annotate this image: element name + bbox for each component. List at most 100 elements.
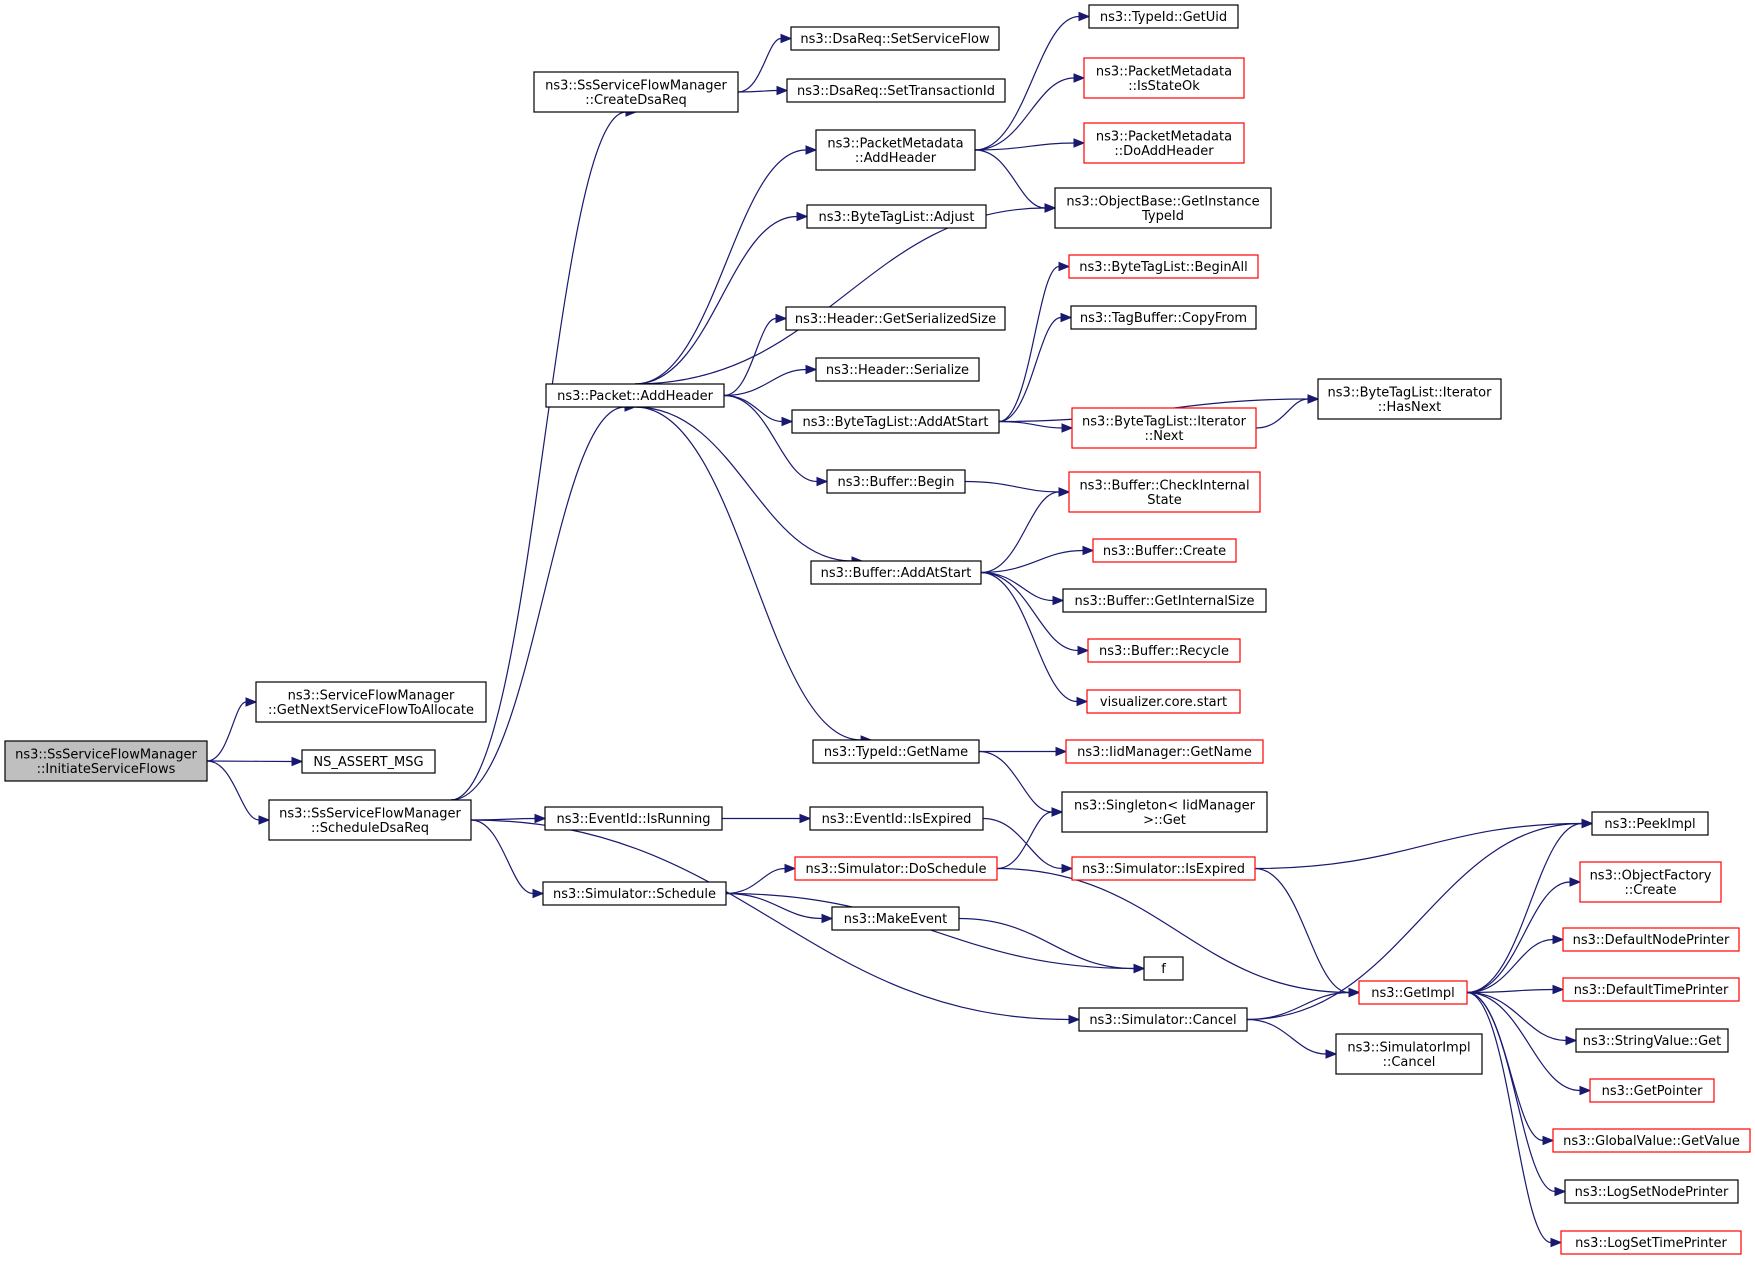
node-ns3-header-serialize[interactable]: ns3::Header::Serialize — [815, 357, 980, 382]
edge-line — [1466, 822, 1583, 994]
edge-line — [470, 819, 1070, 1021]
node-box — [806, 204, 987, 229]
node-label: ns3::ObjectBase::GetInstance — [1066, 194, 1259, 209]
node-visualizer-core-start[interactable]: visualizer.core.start — [1086, 689, 1241, 714]
edge-n5-n14 — [723, 364, 818, 397]
node-box — [785, 306, 1006, 331]
node-ns-assert-msg[interactable]: NS_ASSERT_MSG — [301, 749, 436, 774]
arrowhead — [1325, 1049, 1338, 1059]
node-box — [809, 806, 984, 831]
node-ns3-bytetaglist-iterator-hasnext[interactable]: ns3::ByteTagList::Iterator::HasNext — [1317, 378, 1502, 420]
node-ns3-peekimpl[interactable]: ns3::PeekImpl — [1591, 811, 1709, 836]
arrowhead — [291, 756, 304, 767]
node-ns3-simulatorimpl-cancel[interactable]: ns3::SimulatorImpl::Cancel — [1335, 1033, 1483, 1075]
node-ns3-simulator-cancel[interactable]: ns3::Simulator::Cancel — [1078, 1007, 1248, 1032]
node-ns3-ssserviceflowmanager-createdsareq[interactable]: ns3::SsServiceFlowManager::CreateDsaReq — [533, 71, 739, 113]
edge-line — [958, 917, 1135, 970]
edge-n11-n22 — [974, 11, 1091, 151]
node-ns3-buffer-begin[interactable]: ns3::Buffer::Begin — [826, 469, 966, 494]
node-ns3-buffer-recycle[interactable]: ns3::Buffer::Recycle — [1087, 638, 1241, 663]
node-box — [815, 129, 976, 171]
edge-n7-n38 — [725, 892, 1146, 974]
node-ns3-logsettimeprinter[interactable]: ns3::LogSetTimePrinter — [1560, 1230, 1742, 1255]
node-ns3-packetmetadata-isstateok[interactable]: ns3::PacketMetadata::IsStateOk — [1083, 57, 1245, 99]
node-ns3-globalvalue-getvalue[interactable]: ns3::GlobalValue::GetValue — [1552, 1128, 1751, 1153]
node-ns3-bytetaglist-iterator-next[interactable]: ns3::ByteTagList::Iterator::Next — [1071, 407, 1257, 449]
edge-line — [980, 571, 1078, 703]
edge-n28-n29 — [1255, 394, 1320, 429]
node-ns3-singleton-iidmanager-get[interactable]: ns3::Singleton< IidManager>::Get — [1061, 791, 1268, 833]
node-label: ::InitiateServiceFlows — [37, 762, 176, 777]
node-ns3-simulator-isexpired[interactable]: ns3::Simulator::IsExpired — [1071, 856, 1256, 881]
node-ns3-header-getserializedsize[interactable]: ns3::Header::GetSerializedSize — [785, 306, 1006, 331]
arrowhead — [1082, 545, 1095, 556]
node-ns3-iidmanager-getname[interactable]: ns3::IidManager::GetName — [1065, 739, 1264, 764]
node-ns3-bytetaglist-addatstart[interactable]: ns3::ByteTagList::AddAtStart — [791, 409, 1000, 434]
node-ns3-makeevent[interactable]: ns3::MakeEvent — [831, 906, 960, 931]
node-ns3-objectfactory-create[interactable]: ns3::ObjectFactory::Create — [1579, 861, 1722, 903]
node-ns3-bytetaglist-adjust[interactable]: ns3::ByteTagList::Adjust — [806, 204, 987, 229]
node-label: ns3::ServiceFlowManager — [288, 688, 455, 703]
node-label: ns3::Singleton< IidManager — [1074, 798, 1256, 813]
node-box — [544, 806, 723, 831]
edge-n21-n38 — [958, 917, 1146, 974]
edge-n15-n28 — [998, 420, 1074, 433]
node-ns3-ssserviceflowmanager-initiateserviceflows[interactable]: ns3::SsServiceFlowManager::InitiateServi… — [4, 740, 208, 782]
node-box — [1560, 1230, 1742, 1255]
node-ns3-ssserviceflowmanager-scheduledsareq[interactable]: ns3::SsServiceFlowManager::ScheduleDsaRe… — [268, 799, 472, 841]
node-box — [1054, 187, 1272, 229]
node-box — [1579, 861, 1722, 903]
node-box — [1562, 977, 1740, 1002]
node-ns3-stringvalue-get[interactable]: ns3::StringValue::Get — [1575, 1028, 1729, 1053]
node-label: ns3::EventId::IsExpired — [822, 812, 972, 827]
node-ns3-logsetnodeprinter[interactable]: ns3::LogSetNodePrinter — [1564, 1179, 1739, 1204]
node-label: ::CreateDsaReq — [585, 93, 686, 108]
arrowhead — [1550, 1237, 1563, 1248]
arrowhead — [805, 145, 818, 155]
node-label: ::Next — [1144, 429, 1183, 444]
node-ns3-defaulttimeprinter[interactable]: ns3::DefaultTimePrinter — [1562, 977, 1740, 1002]
node-label: ns3::TypeId::GetName — [824, 745, 968, 760]
node-label: ns3::ByteTagList::AddAtStart — [803, 415, 989, 430]
node-ns3-defaultnodeprinter[interactable]: ns3::DefaultNodePrinter — [1562, 927, 1740, 952]
node-ns3-simulator-doschedule[interactable]: ns3::Simulator::DoSchedule — [794, 856, 998, 881]
node-ns3-buffer-addatstart[interactable]: ns3::Buffer::AddAtStart — [810, 560, 982, 585]
node-ns3-buffer-getinternalsize[interactable]: ns3::Buffer::GetInternalSize — [1062, 588, 1267, 613]
node-ns3-packetmetadata-doaddheader[interactable]: ns3::PacketMetadata::DoAddHeader — [1083, 122, 1245, 164]
node-ns3-typeid-getname[interactable]: ns3::TypeId::GetName — [812, 739, 980, 764]
node-ns3-eventid-isrunning[interactable]: ns3::EventId::IsRunning — [544, 806, 723, 831]
edge-n6-n19 — [722, 813, 812, 824]
node-ns3-packetmetadata-addheader[interactable]: ns3::PacketMetadata::AddHeader — [815, 129, 976, 171]
node-label: ns3::Simulator::DoSchedule — [805, 862, 986, 877]
node-box — [1086, 689, 1241, 714]
node-ns3-tagbuffer-copyfrom[interactable]: ns3::TagBuffer::CopyFrom — [1070, 305, 1257, 330]
node-box — [1564, 1179, 1739, 1204]
arrowhead — [534, 813, 547, 824]
node-f[interactable]: f — [1143, 956, 1184, 981]
node-ns3-dsareq-settransactionid[interactable]: ns3::DsaReq::SetTransactionId — [786, 78, 1006, 103]
node-box — [1092, 538, 1237, 563]
node-box — [826, 469, 966, 494]
node-ns3-getpointer[interactable]: ns3::GetPointer — [1589, 1078, 1715, 1103]
arrowhead — [1565, 1035, 1578, 1046]
node-ns3-simulator-schedule[interactable]: ns3::Simulator::Schedule — [542, 881, 727, 906]
node-label: ns3::Header::Serialize — [826, 363, 969, 378]
edge-n7-n21 — [725, 892, 834, 924]
node-ns3-packet-addheader[interactable]: ns3::Packet::AddHeader — [545, 383, 725, 408]
node-box — [1335, 1033, 1483, 1075]
node-label: visualizer.core.start — [1100, 695, 1227, 710]
node-ns3-dsareq-setserviceflow[interactable]: ns3::DsaReq::SetServiceFlow — [790, 26, 1000, 51]
node-label: ::Cancel — [1383, 1055, 1436, 1070]
node-ns3-serviceflowmanager-getnextserviceflowtoallocate[interactable]: ns3::ServiceFlowManager::GetNextServiceF… — [255, 681, 487, 723]
node-ns3-typeid-getuid[interactable]: ns3::TypeId::GetUid — [1088, 4, 1239, 29]
node-ns3-buffer-create[interactable]: ns3::Buffer::Create — [1092, 538, 1237, 563]
node-box — [1083, 57, 1245, 99]
node-ns3-eventid-isexpired[interactable]: ns3::EventId::IsExpired — [809, 806, 984, 831]
arrowhead — [805, 364, 818, 375]
node-ns3-getimpl[interactable]: ns3::GetImpl — [1358, 980, 1468, 1005]
node-ns3-bytetaglist-beginall[interactable]: ns3::ByteTagList::BeginAll — [1068, 254, 1259, 279]
edge-line — [980, 491, 1060, 574]
arrowhead — [799, 813, 812, 824]
